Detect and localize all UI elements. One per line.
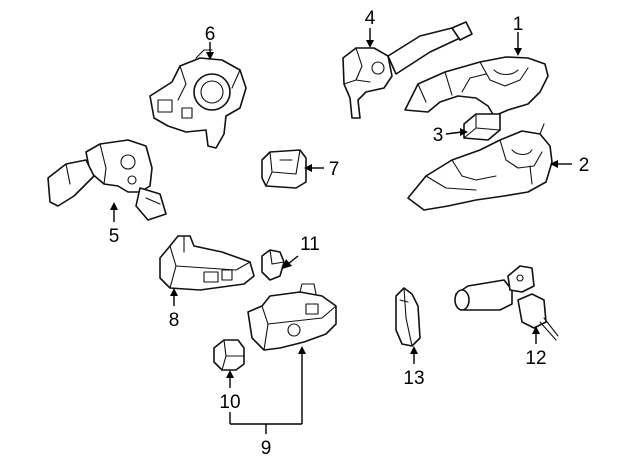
part-1-upper-column-cover (404, 56, 549, 117)
part-13-trim-strip (395, 287, 421, 347)
callout-5: 5 (109, 226, 120, 247)
part-3-trim-piece (463, 113, 501, 141)
callout-12: 12 (525, 348, 546, 369)
part-2-lower-column-cover (407, 123, 553, 211)
part-7-bracket (261, 149, 307, 189)
callout-3: 3 (433, 125, 444, 146)
callout-10: 10 (219, 392, 240, 413)
part-9-ignition-housing (247, 283, 337, 351)
part-5-turn-signal-switch (47, 139, 167, 221)
callout-4: 4 (365, 8, 376, 29)
callout-8: 8 (169, 310, 180, 331)
callout-13: 13 (403, 368, 424, 389)
callout-1: 1 (513, 14, 524, 35)
callout-7: 7 (329, 159, 340, 180)
part-4-wiper-switch (342, 21, 473, 119)
part-6-switch-housing (149, 49, 247, 149)
part-8-control-module (159, 235, 255, 291)
part-10-small-switch (213, 339, 245, 371)
callout-9: 9 (261, 438, 272, 459)
leader-lines (110, 28, 572, 434)
part-11-small-cap (261, 249, 285, 281)
part-12-lock-cylinder-and-key (454, 265, 559, 341)
callout-11: 11 (300, 234, 320, 255)
callout-2: 2 (579, 155, 590, 176)
callout-labels: 1 2 3 4 5 6 7 8 9 10 11 12 13 (109, 8, 590, 459)
callout-6: 6 (205, 24, 216, 45)
